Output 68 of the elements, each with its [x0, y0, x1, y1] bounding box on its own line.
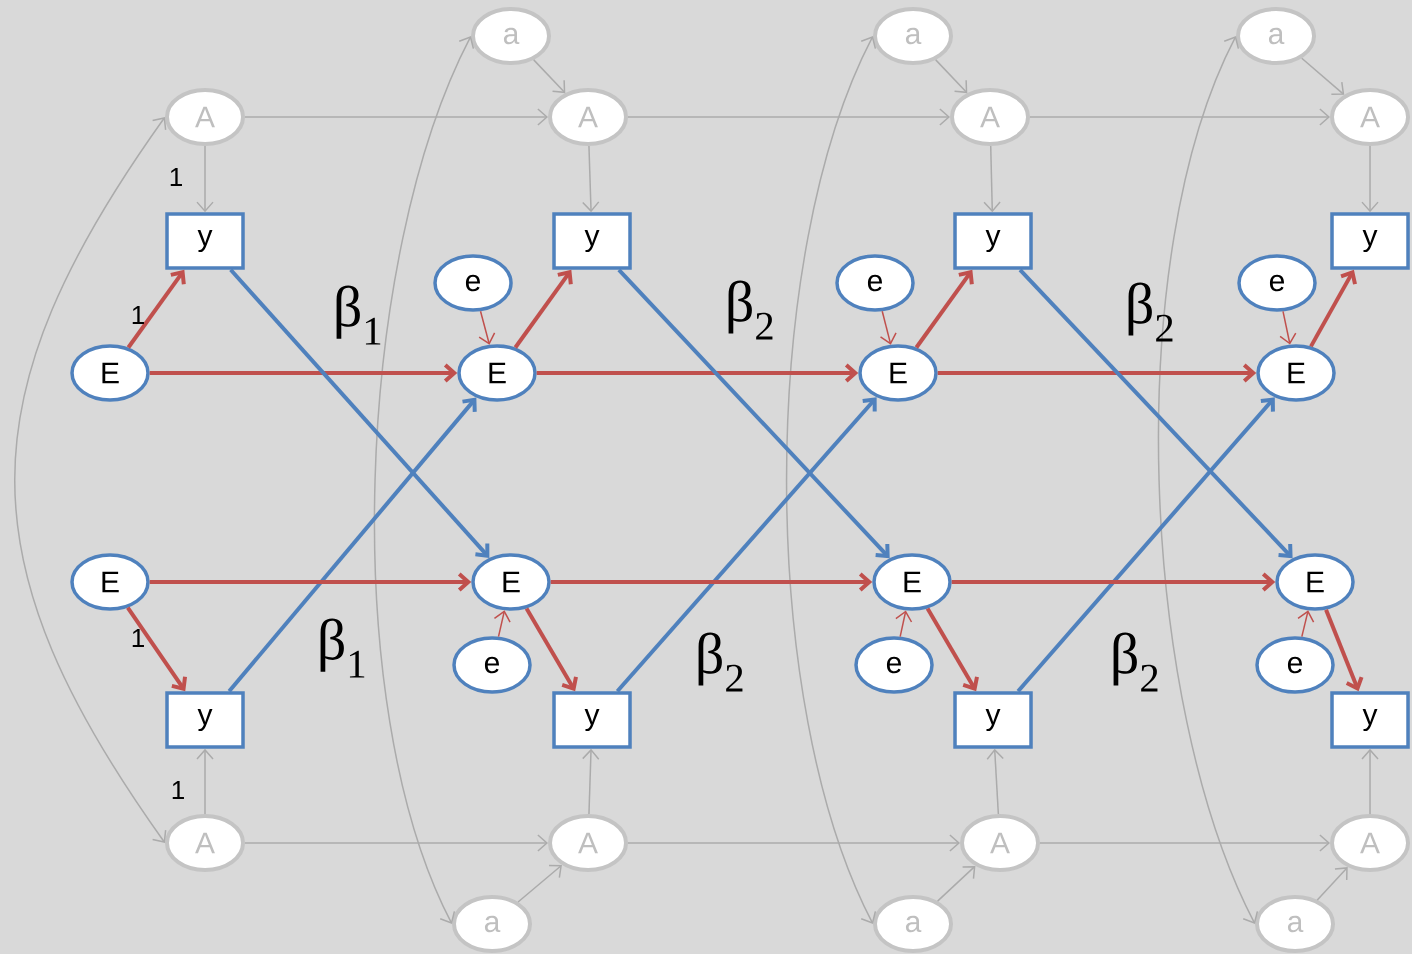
- curved-arrow: [14, 117, 167, 843]
- edge-label: β$_{2}$: [1128, 282, 1173, 342]
- arrow: [627, 834, 960, 852]
- arrow: [244, 834, 548, 852]
- observed-box: y: [552, 212, 632, 270]
- arrow: [536, 363, 859, 383]
- arrow: [149, 572, 472, 592]
- arrow: [951, 572, 1276, 592]
- edge-label: β$_{2}$: [728, 280, 773, 340]
- arrow: [550, 572, 873, 592]
- edge-label: 1: [170, 168, 182, 186]
- edge-label: 1: [172, 781, 184, 799]
- arrow: [1018, 268, 1293, 559]
- arrow: [1301, 57, 1345, 95]
- edge-label: 1: [132, 306, 144, 324]
- arrow: [244, 108, 548, 126]
- arrow: [227, 397, 477, 693]
- arrow: [1039, 834, 1330, 852]
- arrow: [1361, 748, 1379, 815]
- arrow: [524, 607, 578, 692]
- arrow: [895, 610, 913, 638]
- arrow: [517, 864, 562, 903]
- edge-label: β$_{2}$: [1113, 632, 1158, 692]
- arrow: [617, 268, 890, 559]
- arrow: [126, 269, 186, 349]
- arrow: [513, 269, 573, 349]
- curved-arrow: [1158, 36, 1259, 924]
- arrow: [493, 610, 511, 638]
- arrow: [1029, 108, 1330, 126]
- arrow: [936, 865, 976, 902]
- arrow: [582, 145, 600, 213]
- observed-box: y: [165, 212, 245, 270]
- arrow: [1279, 310, 1297, 345]
- arrow: [1316, 867, 1348, 901]
- arrow: [1324, 608, 1364, 692]
- edge-label: β$_{1}$: [320, 618, 365, 678]
- arrow: [1309, 269, 1357, 348]
- observed-box: y: [953, 212, 1033, 270]
- observed-box: y: [953, 691, 1033, 749]
- edge-label: 1: [132, 629, 144, 647]
- arrow: [983, 145, 1001, 213]
- arrow: [925, 607, 979, 692]
- arrow: [196, 748, 214, 815]
- arrow: [149, 363, 458, 383]
- arrow: [126, 606, 187, 692]
- observed-box: y: [1330, 691, 1410, 749]
- arrow: [986, 748, 1004, 815]
- arrow: [1016, 397, 1275, 693]
- observed-box: y: [552, 691, 632, 749]
- edge-label: β$_{1}$: [336, 285, 381, 345]
- arrow: [229, 268, 490, 558]
- arrow: [532, 59, 566, 94]
- arrow: [937, 363, 1257, 383]
- arrow: [478, 310, 496, 345]
- arrow: [934, 59, 968, 94]
- edge-label: β$_{2}$: [698, 632, 743, 692]
- curved-arrow: [374, 36, 475, 924]
- arrow: [1361, 145, 1379, 213]
- arrow: [627, 108, 950, 126]
- arrow: [196, 145, 214, 213]
- arrow: [914, 269, 974, 349]
- arrow: [615, 397, 877, 693]
- arrow: [582, 748, 600, 815]
- arrow: [1297, 610, 1315, 638]
- arrow: [879, 310, 897, 345]
- observed-box: y: [165, 691, 245, 749]
- curved-arrow: [785, 36, 877, 924]
- observed-box: y: [1330, 212, 1410, 270]
